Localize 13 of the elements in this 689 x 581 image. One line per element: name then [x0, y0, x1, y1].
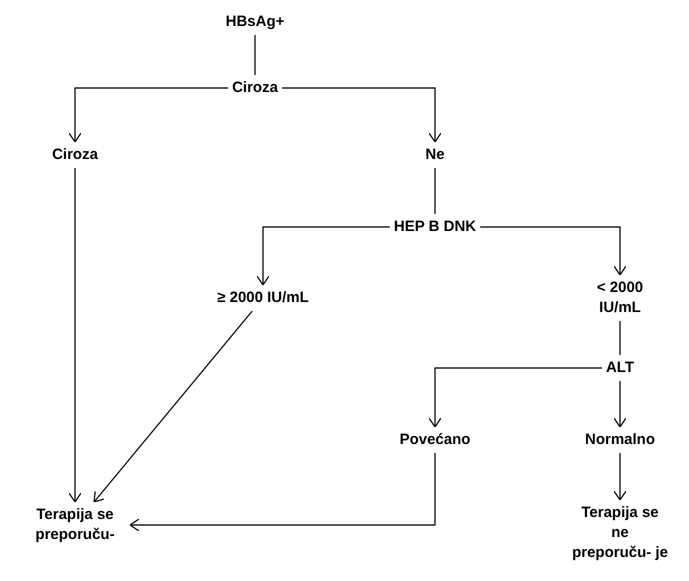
arrow: [613, 453, 627, 501]
arrow: [613, 381, 627, 428]
arrow: [129, 453, 436, 532]
arrow: [428, 367, 602, 428]
arrow: [282, 87, 442, 143]
arrow: [93, 310, 253, 503]
arrow: [256, 226, 390, 286]
arrow: [480, 226, 627, 276]
connector-line: [434, 168, 436, 214]
arrow: [68, 168, 82, 503]
connector-line: [619, 321, 621, 355]
arrow: [68, 87, 228, 143]
connector-line: [254, 35, 256, 75]
